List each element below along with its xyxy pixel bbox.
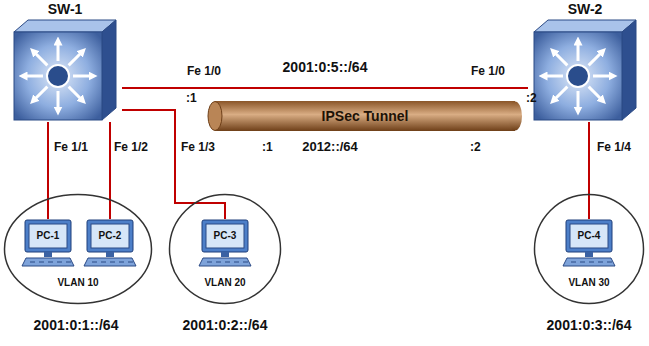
pc-drawing [84, 219, 136, 267]
vlan-label: VLAN 10 [3, 277, 153, 289]
switch-icon [8, 18, 122, 122]
vlan-circle: PC-3VLAN 20 [168, 193, 282, 305]
port-label: Fe 1/0 [187, 64, 221, 78]
vlan-label: VLAN 20 [168, 277, 282, 289]
switch-icon: SW-2 [528, 0, 642, 122]
subnet-label: 2001:0:3::/64 [547, 318, 632, 332]
vlan-circle: PC-1 PC-2VLAN 10 [3, 193, 153, 305]
subnet-label: 2012::/64 [302, 140, 358, 154]
switch-name: SW-1 [8, 0, 122, 17]
port-label: Fe 1/3 [181, 140, 215, 154]
address-suffix: :1 [262, 140, 273, 154]
vlan-circle: PC-4VLAN 30 [533, 193, 645, 305]
pc-name: PC-2 [91, 224, 129, 248]
pc-name: PC-4 [570, 224, 608, 248]
tunnel-label: IPSec Tunnel [208, 101, 522, 131]
port-label: Fe 1/0 [471, 64, 505, 78]
pc-icon: PC-2 [84, 219, 136, 267]
switch-icon [528, 18, 642, 122]
ipsec-tunnel: IPSec Tunnel [208, 101, 522, 131]
pc-drawing [22, 219, 74, 267]
subnet-label: 2001:0:2::/64 [183, 318, 268, 332]
pc-drawing [563, 219, 615, 267]
port-label: Fe 1/1 [54, 140, 88, 154]
switch-name: SW-2 [528, 0, 642, 17]
pc-name: PC-1 [29, 224, 67, 248]
pc-drawing [199, 219, 251, 267]
ethernet-link [47, 122, 49, 219]
switch-icon: SW-1 [8, 0, 122, 122]
vlan-label: VLAN 30 [533, 277, 645, 289]
pc-icon: PC-4 [563, 219, 615, 267]
ethernet-link [109, 122, 111, 219]
subnet-label: 2001:0:1::/64 [34, 318, 119, 332]
pc-icon: PC-3 [199, 219, 251, 267]
ethernet-link [588, 122, 590, 219]
pc-name: PC-3 [206, 224, 244, 248]
port-label: Fe 1/2 [114, 140, 148, 154]
ethernet-link [122, 87, 528, 89]
subnet-label: 2001:0:5::/64 [281, 59, 370, 75]
address-suffix: :2 [526, 91, 537, 105]
port-label: Fe 1/4 [597, 140, 631, 154]
pc-icon: PC-1 [22, 219, 74, 267]
address-suffix: :2 [470, 140, 481, 154]
address-suffix: :1 [186, 91, 197, 105]
